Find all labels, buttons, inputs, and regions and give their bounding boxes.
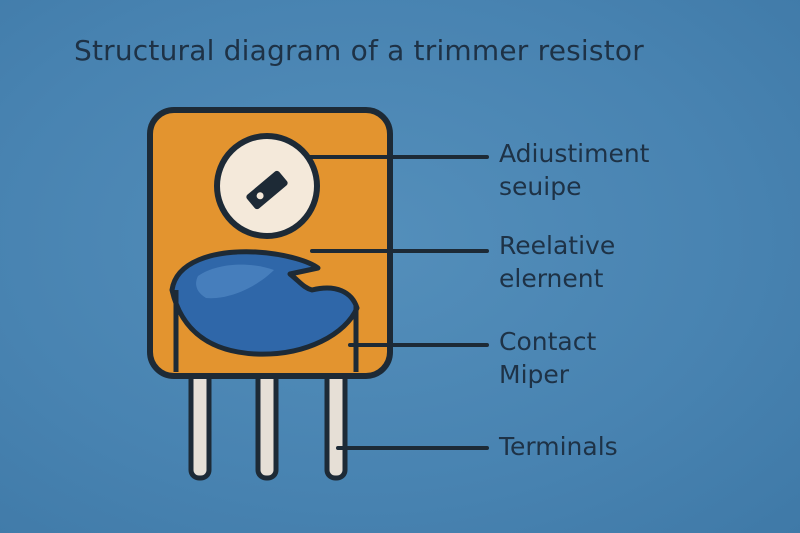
label-contact-wiper-line2: Miper [499, 360, 570, 389]
contact-wiper-shape [173, 290, 359, 372]
terminals-group [188, 363, 348, 481]
adjustment-screw-shape [214, 133, 320, 239]
leader-lines [308, 155, 489, 450]
label-adjustment-screw-line1: Adiustiment [499, 139, 650, 168]
label-contact-wiper-line1: Contact [499, 327, 597, 356]
terminal-right [324, 363, 348, 481]
terminal-left [188, 363, 212, 481]
resistive-element-shape [169, 249, 360, 357]
label-resistive-element: Reelative elernent [499, 229, 615, 295]
label-resistive-element-line1: Reelative [499, 231, 616, 260]
label-contact-wiper: Contact Miper [499, 325, 596, 391]
label-terminals: Terminals [499, 430, 618, 463]
label-terminals-line1: Terminals [499, 432, 618, 461]
terminal-middle [255, 363, 279, 481]
label-adjustment-screw-line2: seuipe [499, 172, 582, 201]
diagram-title: Structural diagram of a trimmer resistor [74, 34, 644, 67]
label-resistive-element-line2: elernent [499, 264, 604, 293]
label-adjustment-screw: Adiustiment seuipe [499, 137, 649, 203]
